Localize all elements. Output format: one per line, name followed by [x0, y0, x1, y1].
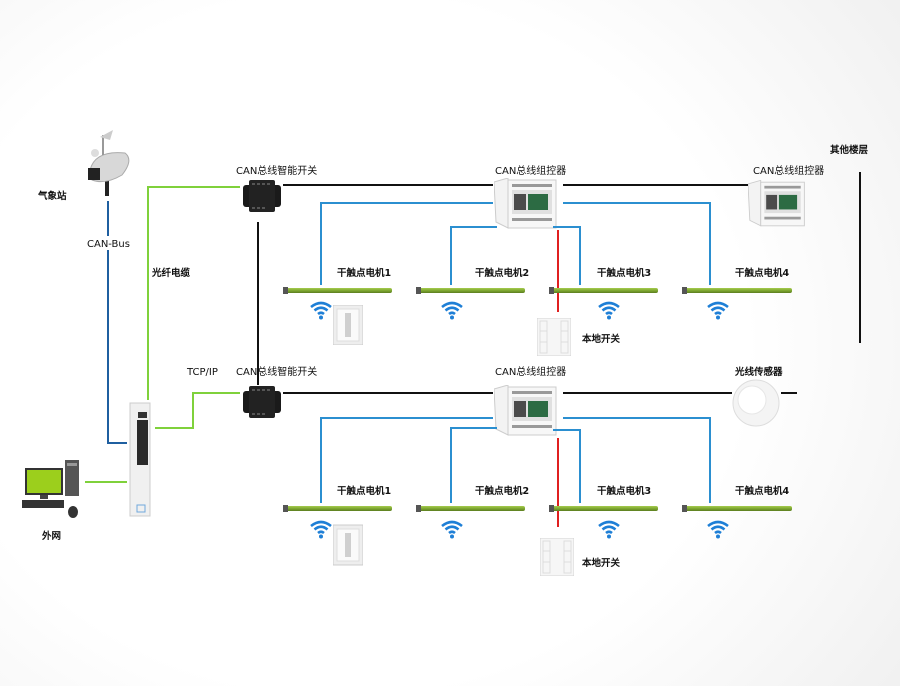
weather-station-icon	[88, 130, 130, 196]
wifi-icon	[597, 520, 621, 539]
wifi-icon	[706, 520, 730, 539]
motor-label: 干触点电机2	[475, 267, 529, 279]
weather-station-label: 气象站	[37, 190, 67, 202]
motor-label: 干触点电机4	[735, 267, 790, 279]
computer-icon	[22, 460, 79, 518]
local-switch-bottom-label: 本地开关	[582, 557, 621, 569]
motor-tube	[682, 288, 792, 293]
other-floors-label: 其他楼层	[830, 144, 869, 156]
motor-row-top	[283, 287, 792, 294]
fiber-cable-line	[147, 186, 240, 400]
wall-panel-icon	[333, 305, 363, 345]
wifi-icon	[440, 301, 464, 320]
wifi-icon	[309, 520, 333, 539]
local-switch-bottom-icon	[540, 538, 574, 576]
light-sensor-icon	[732, 379, 780, 427]
motor-tube	[549, 288, 658, 293]
tcp-ip-label: TCP/IP	[186, 367, 218, 378]
can-bus-label-bg	[86, 236, 132, 250]
network-switch-icon	[129, 402, 151, 517]
motor-row-bottom	[283, 505, 792, 512]
controller-top-1-label: CAN总线组控器	[495, 164, 566, 177]
motor-label: 干触点电机3	[597, 485, 651, 497]
motor-tube	[283, 506, 392, 511]
fiber-cable-label: 光纤电缆	[151, 267, 191, 279]
motor-tube	[549, 506, 658, 511]
can-switch-bottom-icon	[243, 386, 281, 418]
control-lines-top	[320, 202, 711, 285]
wifi-icon	[706, 301, 730, 320]
controller-top-2-icon	[748, 180, 805, 227]
light-sensor-label: 光线传感器	[734, 366, 783, 378]
motor-tube	[416, 288, 525, 293]
wifi-icon	[440, 520, 464, 539]
motor-tube	[682, 506, 792, 511]
motor-label: 干触点电机2	[475, 485, 529, 497]
external-network-label: 外网	[41, 530, 61, 542]
motor-tube	[283, 288, 392, 293]
wifi-icon	[597, 301, 621, 320]
motor-label: 干触点电机4	[735, 485, 790, 497]
can-bus-label: CAN-Bus	[87, 239, 130, 250]
can-switch-top-label: CAN总线智能开关	[236, 164, 317, 177]
controller-bottom-icon	[494, 385, 557, 436]
motor-label: 干触点电机1	[337, 485, 391, 497]
local-switch-top-label: 本地开关	[582, 333, 621, 345]
wall-panel-icon	[333, 524, 363, 566]
motor-label: 干触点电机3	[597, 267, 651, 279]
controller-top-2-label: CAN总线组控器	[753, 164, 824, 177]
controller-top-1-icon	[494, 178, 557, 229]
control-lines-bottom	[320, 417, 711, 503]
can-switch-bottom-label: CAN总线智能开关	[236, 365, 317, 378]
motor-label: 干触点电机1	[337, 267, 391, 279]
tcp-ip-line	[155, 392, 240, 429]
wifi-icon	[309, 301, 333, 320]
can-switch-top-icon	[243, 180, 281, 212]
local-switch-top-icon	[537, 318, 571, 356]
controller-bottom-label: CAN总线组控器	[495, 365, 566, 378]
motor-tube	[416, 506, 525, 511]
can-bus-line	[107, 201, 127, 444]
